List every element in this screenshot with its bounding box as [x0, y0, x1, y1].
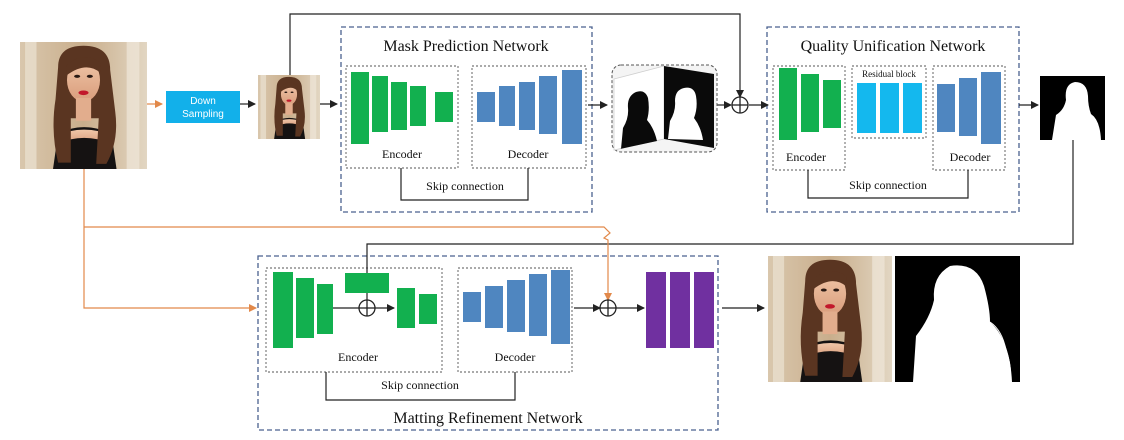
sum-node-encoder: [358, 299, 376, 317]
orange-connectors: [83, 169, 612, 312]
mp-encoder-box: [345, 65, 459, 169]
mr-encoder-layer: [296, 278, 314, 338]
qu-encoder-layer: [779, 68, 797, 140]
mp-decoder-layer: [477, 92, 495, 122]
qu-residual-layer: [880, 83, 899, 133]
qu-encoder-layer: [801, 74, 819, 132]
matting-refinement-frame: [257, 255, 719, 431]
mp-decoder-label: Decoder: [508, 147, 549, 161]
mr-encoder-layer: [273, 272, 293, 348]
mr-decoder-label: Decoder: [495, 350, 536, 364]
mr-skip-label: Skip connection: [381, 378, 459, 392]
qu-encoder-label: Encoder: [786, 150, 826, 164]
qu-decoder-label: Decoder: [950, 150, 991, 164]
mask-prediction-title: Mask Prediction Network: [383, 38, 548, 55]
sum-node-top: [731, 96, 749, 114]
qu-residual-layer: [903, 83, 922, 133]
downsampled-photo: [258, 75, 320, 139]
mp-skip-label: Skip connection: [426, 179, 504, 193]
qu-encoder-box: [772, 65, 846, 171]
output-photo: [768, 256, 892, 382]
qu-encoder-layer: [823, 80, 841, 128]
down-sampling-label-1: Down: [190, 96, 216, 107]
mr-encoder-layer: [317, 284, 333, 334]
mp-encoder-layer: [372, 76, 388, 132]
refinement-layer: [646, 272, 666, 348]
mp-decoder-layer: [499, 86, 515, 126]
alpha-matte: [895, 256, 1020, 383]
unified-mask: [1040, 76, 1105, 140]
mp-encoder-layer: [435, 92, 453, 122]
mp-decoder-box: [471, 65, 587, 169]
mr-encoder-label: Encoder: [338, 350, 378, 364]
refinement-layer: [694, 272, 714, 348]
qu-decoder-box: [932, 65, 1006, 171]
qu-decoder-layer: [959, 78, 977, 136]
qu-decoder-layer: [937, 84, 955, 132]
mask-prediction-frame: [340, 26, 593, 213]
mr-decoder-layer: [551, 270, 570, 344]
down-sampling-label-2: Sampling: [182, 109, 224, 120]
mr-decoder-layer: [529, 274, 547, 336]
mp-encoder-label: Encoder: [382, 147, 422, 161]
mp-encoder-layer: [410, 86, 426, 126]
quality-unification-frame: [766, 26, 1020, 213]
matting-refinement-title: Matting Refinement Network: [393, 410, 582, 427]
mp-decoder-layer: [562, 70, 582, 144]
qu-residual-layer: [857, 83, 876, 133]
qu-residual-label: Residual block: [862, 69, 916, 79]
quality-unification-title: Quality Unification Network: [801, 38, 986, 55]
mr-encoder-box: [265, 267, 443, 373]
mr-encoder-layer: [419, 294, 437, 324]
sum-node-refinement: [599, 299, 617, 317]
mr-decoder-layer: [463, 292, 481, 322]
mp-decoder-layer: [519, 82, 535, 130]
mr-decoder-box: [457, 267, 573, 373]
down-sampling-box: [166, 91, 240, 123]
refinement-layer: [670, 272, 690, 348]
qu-skip-label: Skip connection: [849, 178, 927, 192]
mp-encoder-layer: [351, 72, 369, 144]
mr-encoder-layer: [397, 288, 415, 328]
qu-decoder-layer: [981, 72, 1001, 144]
mr-side-branch: [345, 273, 389, 293]
mr-decoder-layer: [485, 286, 503, 328]
qu-residual-box: [851, 65, 927, 139]
mr-decoder-layer: [507, 280, 525, 332]
coarse-mask-pair: [611, 64, 718, 153]
mp-encoder-layer: [391, 82, 407, 130]
mp-decoder-layer: [539, 76, 557, 134]
input-photo: [20, 42, 147, 169]
connectors: [147, 13, 1074, 401]
